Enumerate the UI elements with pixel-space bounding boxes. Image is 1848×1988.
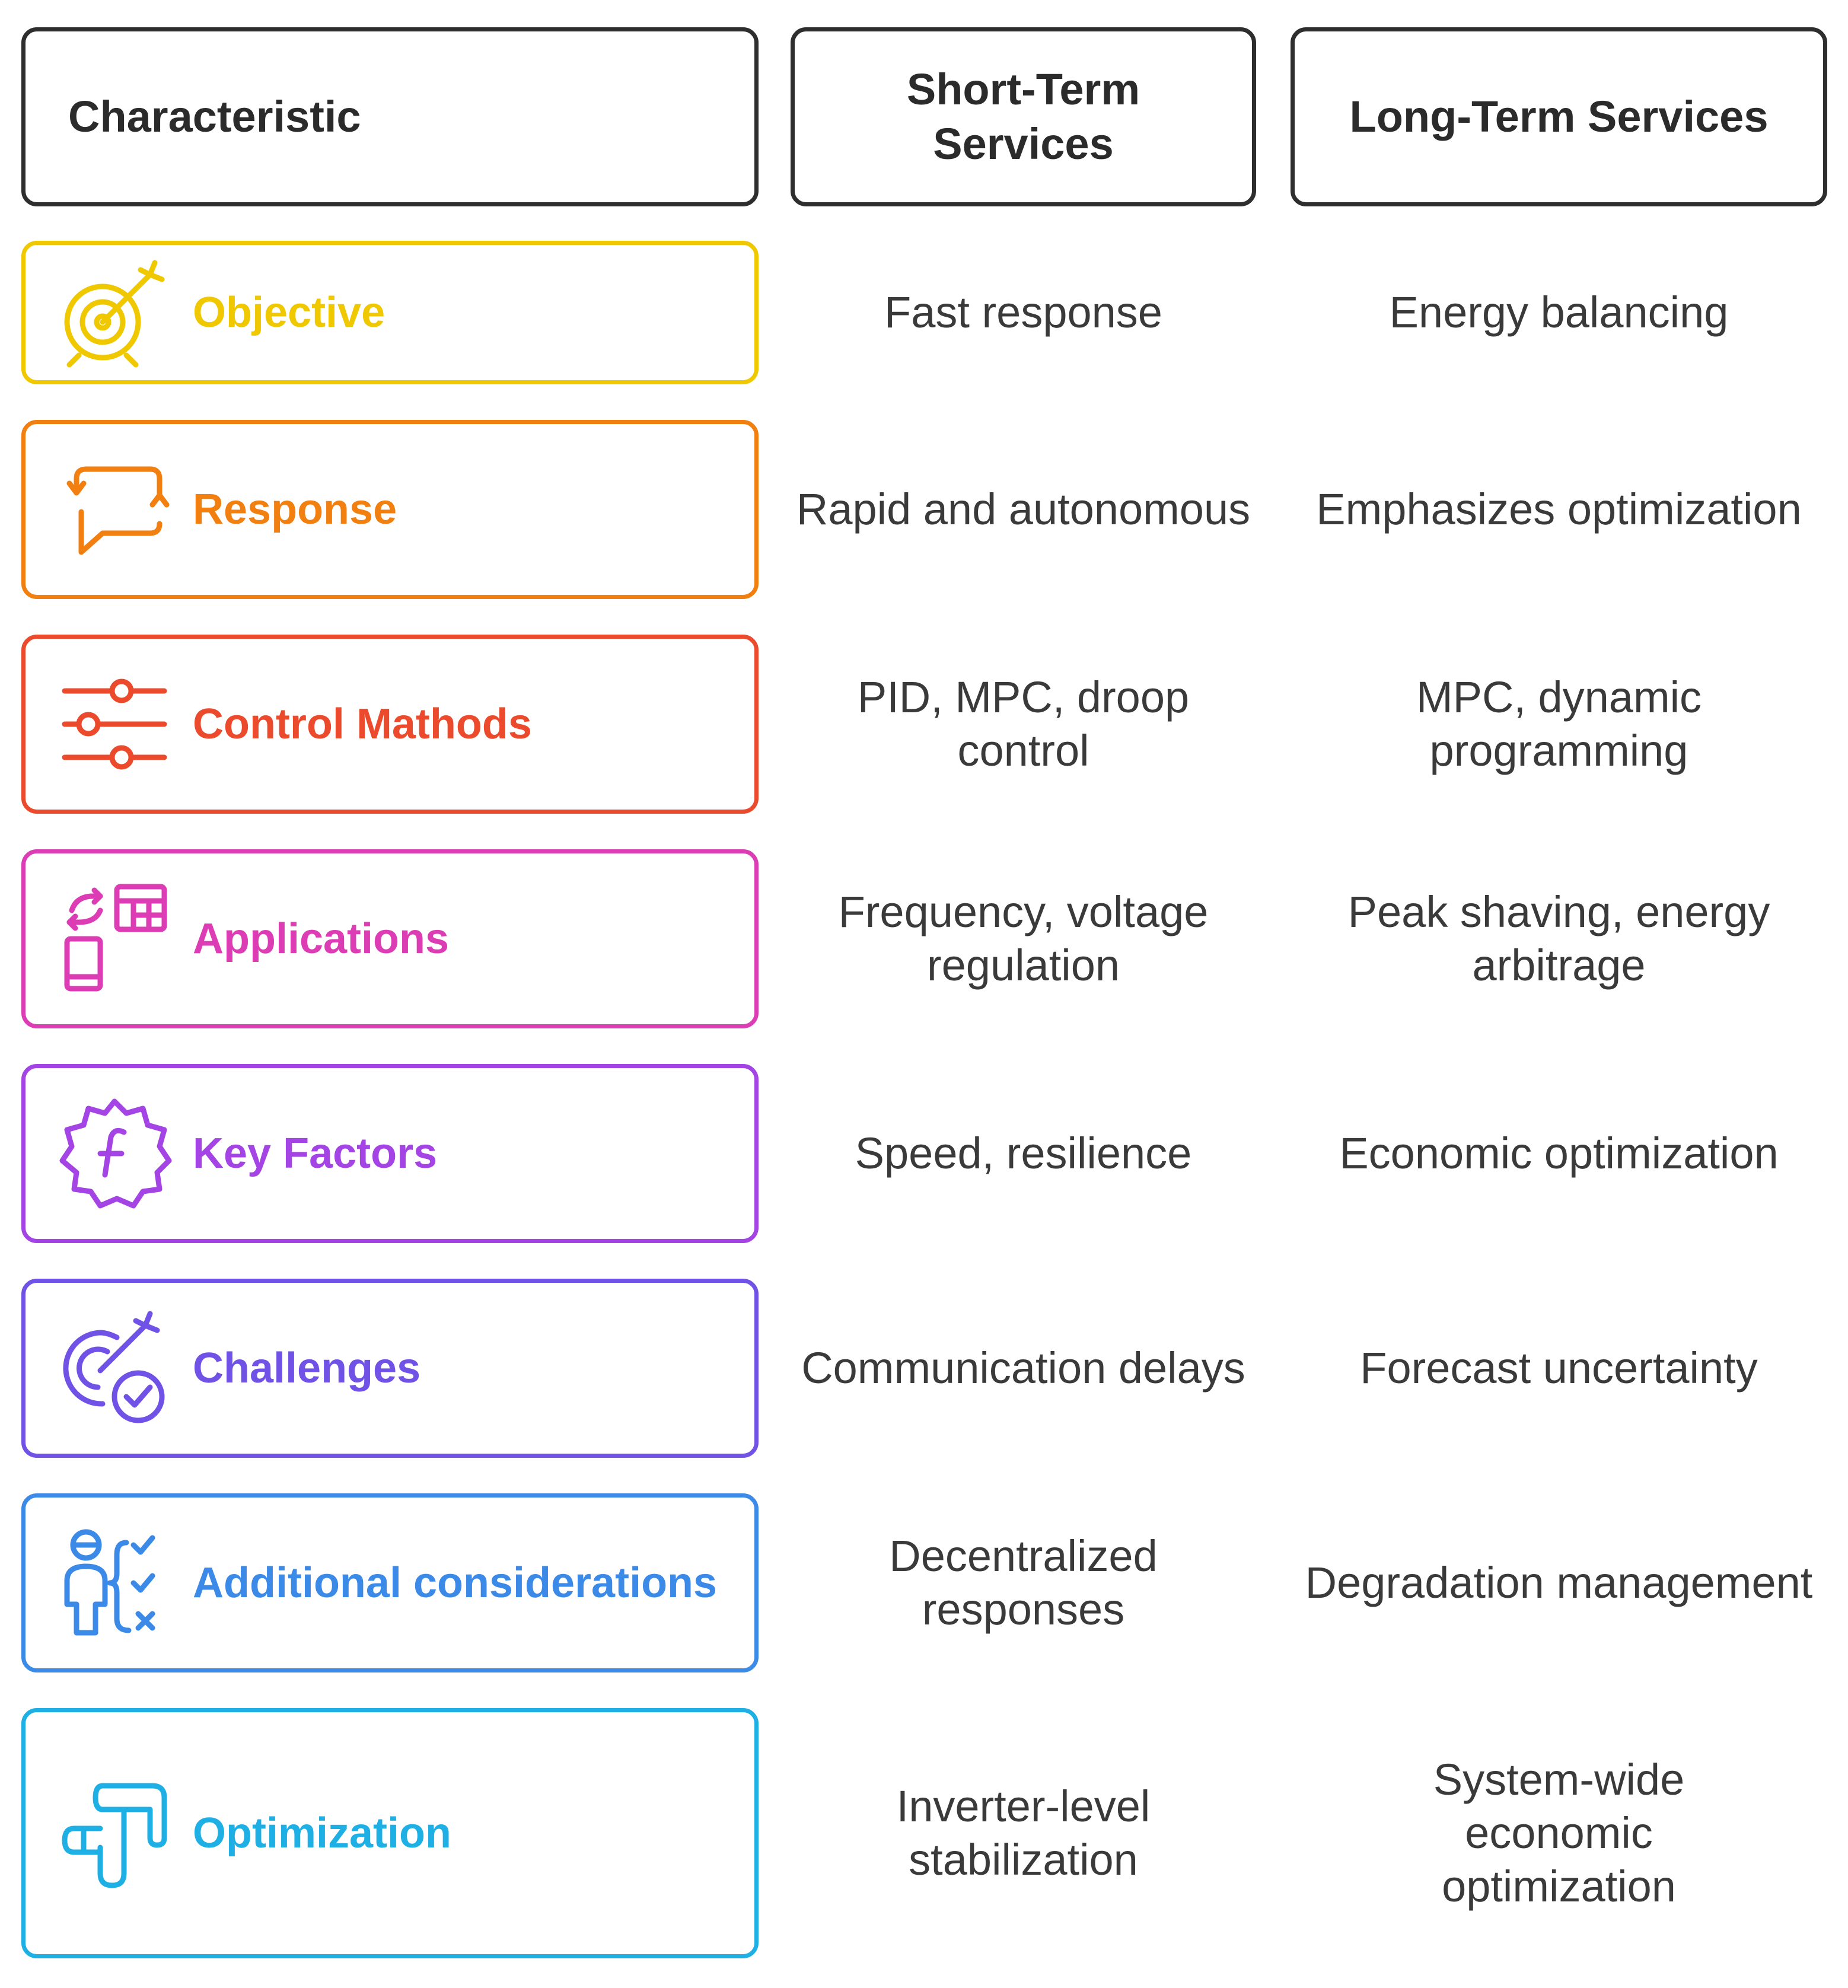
header-characteristic: Characteristic bbox=[21, 27, 759, 206]
person-checklist-icon bbox=[55, 1524, 174, 1642]
row-label: Control Mathods bbox=[193, 700, 532, 748]
header-short-term: Short-Term Services bbox=[791, 27, 1256, 206]
row-label: Key Factors bbox=[193, 1130, 438, 1177]
long-term-cell: Economic optimization bbox=[1339, 1129, 1779, 1178]
short-term-cell: Fast response bbox=[884, 288, 1162, 337]
row-label: Additional considerations bbox=[193, 1559, 718, 1607]
header-long-term: Long-Term Services bbox=[1291, 27, 1827, 206]
short-term-cell: Speed, resilience bbox=[855, 1129, 1192, 1178]
header-characteristic-label: Characteristic bbox=[68, 92, 361, 141]
row-label: Objective bbox=[193, 289, 385, 336]
chat-arrows-icon bbox=[55, 450, 174, 569]
row-response: Response bbox=[21, 420, 759, 599]
long-term-cell: Forecast uncertainty bbox=[1360, 1343, 1758, 1393]
row-label: Response bbox=[193, 486, 397, 533]
short-term-cell: Inverter-level stabilization bbox=[896, 1782, 1151, 1884]
row-control-methods: Control Mathods bbox=[21, 635, 759, 814]
row-label: Challenges bbox=[193, 1345, 421, 1392]
pipe-icon bbox=[55, 1774, 174, 1893]
short-term-cell: PID, MPC, droop control bbox=[857, 673, 1190, 775]
row-objective: Objective bbox=[21, 241, 759, 384]
function-badge-icon bbox=[55, 1094, 174, 1213]
row-additional-considerations: Additional considerations bbox=[21, 1493, 759, 1672]
target-arrow-icon bbox=[55, 253, 174, 372]
long-term-cell: Emphasizes optimization bbox=[1316, 485, 1802, 534]
target-check-icon bbox=[55, 1309, 174, 1428]
header-long-term-label: Long-Term Services bbox=[1349, 92, 1769, 141]
long-term-cell: Degradation management bbox=[1305, 1558, 1813, 1607]
short-term-cell: Rapid and autonomous bbox=[796, 485, 1251, 534]
long-term-cell: Peak shaving, energy arbitrage bbox=[1347, 887, 1770, 990]
devices-sync-icon bbox=[55, 880, 174, 998]
header-short-term-label: Short-Term Services bbox=[906, 65, 1140, 168]
short-term-cell: Frequency, voltage regulation bbox=[838, 887, 1209, 990]
row-applications: Applications bbox=[21, 849, 759, 1028]
long-term-cell: System-wide economic optimization bbox=[1433, 1755, 1685, 1911]
row-key-factors: Key Factors bbox=[21, 1064, 759, 1243]
short-term-cell: Communication delays bbox=[801, 1343, 1245, 1393]
row-label: Applications bbox=[193, 915, 450, 963]
row-label: Optimization bbox=[193, 1809, 451, 1857]
short-term-cell: Decentralized responses bbox=[889, 1531, 1158, 1634]
long-term-cell: MPC, dynamic programming bbox=[1416, 673, 1702, 775]
row-challenges: Challenges bbox=[21, 1279, 759, 1458]
row-optimization: Optimization bbox=[21, 1708, 759, 1958]
sliders-icon bbox=[55, 665, 174, 783]
long-term-cell: Energy balancing bbox=[1389, 288, 1729, 337]
